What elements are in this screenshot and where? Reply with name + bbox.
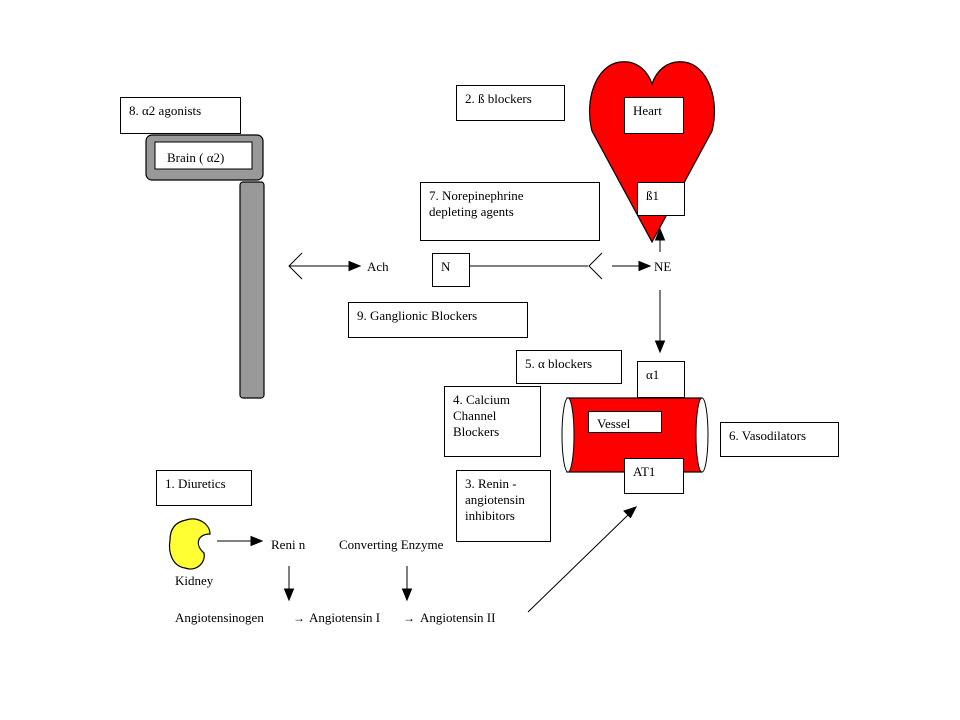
vessel-left-opening xyxy=(561,397,575,473)
ne-to-alpha1-arrow xyxy=(654,290,666,354)
diuretics-box: 1. Diuretics xyxy=(156,470,252,506)
arrow-glyph-2: → xyxy=(403,611,415,625)
ne-label: NE xyxy=(654,259,672,274)
ach-label: Ach xyxy=(367,259,389,274)
brain-inner-box xyxy=(154,141,253,170)
calcium-channel-blockers-box: 4. Calcium Channel Blockers xyxy=(444,386,541,457)
angiotensin2-to-at1-arrow xyxy=(527,506,638,613)
nicotinic-receptor-box: N xyxy=(432,253,470,287)
beta-blockers-box: 2. ß blockers xyxy=(456,85,565,121)
ganglionic-blockers-box: 9. Ganglionic Blockers xyxy=(348,302,528,338)
kidney-to-renin-arrow xyxy=(217,535,264,547)
angiotensin-1-label: Angiotensin I xyxy=(309,610,381,625)
ne-to-beta1-arrow xyxy=(654,227,666,252)
nerve-to-ach-arrow xyxy=(288,252,362,280)
arrow-glyph-1: → xyxy=(293,611,305,625)
converting-enzyme-label: Converting Enzyme xyxy=(339,537,444,552)
brain-label: Brain ( α2) xyxy=(167,150,225,165)
vasodilators-box: 6. Vasodilators xyxy=(720,422,839,457)
alpha-blockers-box: 5. α blockers xyxy=(516,350,622,384)
renin-angiotensin-inhibitors-box: 3. Renin - angiotensin inhibitors xyxy=(456,470,551,542)
angiotensinogen-label: Angiotensinogen xyxy=(175,610,264,625)
kidney-label: Kidney xyxy=(175,573,214,588)
angiotensin-2-label: Angiotensin II xyxy=(420,610,496,625)
n-to-ne-arrow xyxy=(470,252,652,280)
beta1-receptor-box: ß1 xyxy=(637,182,685,216)
kidney-shape xyxy=(168,518,211,570)
norepinephrine-depleting-agents-box: 7. Norepinephrine depleting agents xyxy=(420,182,600,241)
renin-label: Reni n xyxy=(271,537,306,552)
enzyme-down-arrow xyxy=(401,566,413,602)
spinal-nerve-bar xyxy=(239,181,265,399)
heart-label-box: Heart xyxy=(624,97,684,134)
alpha1-receptor-box: α1 xyxy=(637,361,685,398)
at1-receptor-box: AT1 xyxy=(624,458,684,494)
renin-down-arrow xyxy=(283,566,295,602)
alpha2-agonists-box: 8. α2 agonists xyxy=(120,97,241,134)
vessel-right-opening xyxy=(695,397,709,473)
vessel-label-box: Vessel xyxy=(588,411,662,433)
